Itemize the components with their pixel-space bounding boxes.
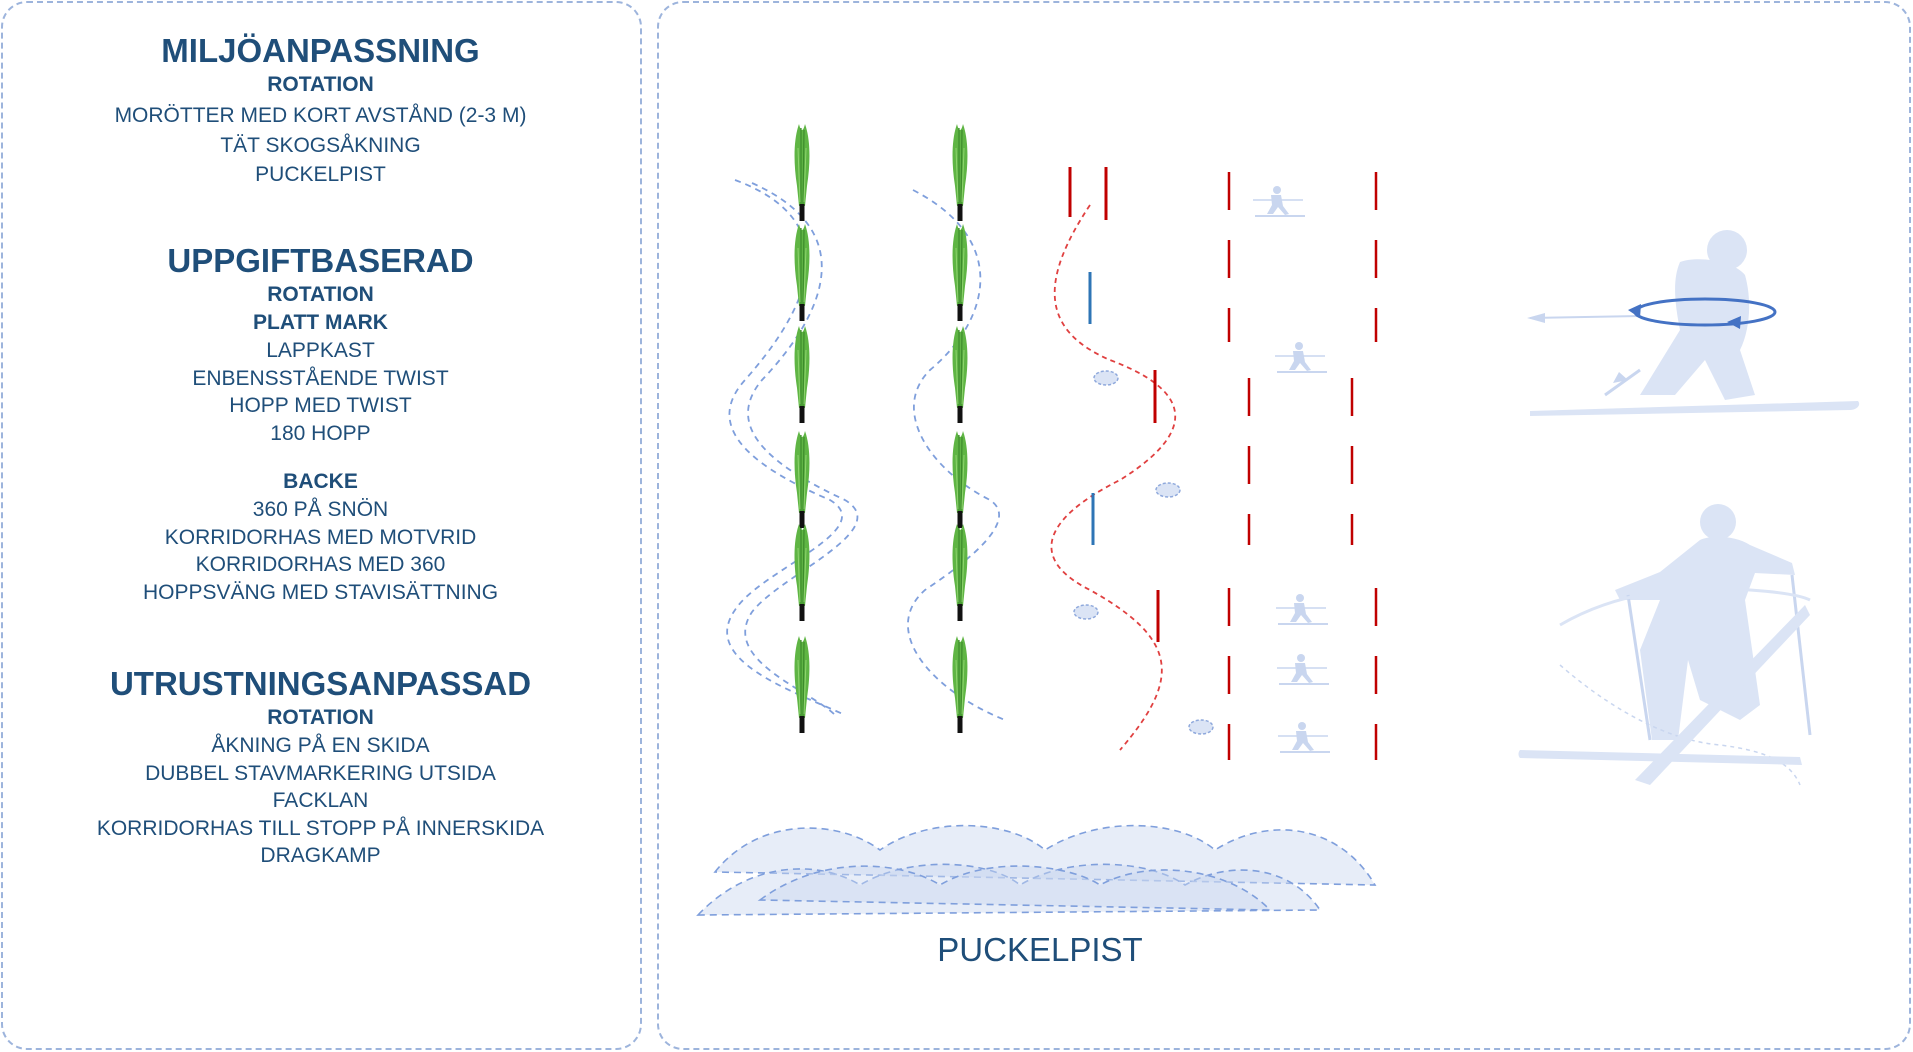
corridor-poles [1227, 172, 1378, 760]
puckelpist-label: PUCKELPIST [937, 931, 1143, 968]
list-item: HOPPSVÄNG MED STAVISÄTTNING [142, 580, 499, 604]
skier-rotation-icon [1527, 230, 1860, 416]
gate-track [1050, 204, 1177, 751]
list-item: 180 HOPP [270, 421, 371, 445]
carrot-marker-icon-group [793, 123, 969, 734]
left-panel [1, 1, 642, 1050]
list-item: TÄT SKOGSÅKNING [220, 133, 421, 157]
section-utrustningsanpassad: UTRUSTNINGSANPASSAD ROTATION ÅKNING PÅ E… [0, 664, 641, 870]
list-item: 360 PÅ SNÖN [252, 498, 389, 521]
mogul-hills-icon [696, 824, 1377, 916]
group-heading: ROTATION [267, 283, 374, 306]
ski-drill-diagram [696, 123, 1860, 916]
blue-gate-pole-icon-group [1088, 272, 1095, 545]
section-title: UTRUSTNINGSANPASSAD [109, 665, 532, 702]
group-heading: ROTATION [267, 73, 374, 96]
section-uppgiftbaserad: UPPGIFTBASERAD ROTATION PLATT MARK LAPPK… [0, 241, 641, 606]
section-miljoanpassning: MILJÖANPASSNING ROTATION MORÖTTER MED KO… [0, 31, 641, 189]
section-title: MILJÖANPASSNING [161, 32, 480, 69]
skier-front-icon [1518, 504, 1812, 786]
list-item: PUCKELPIST [255, 163, 386, 186]
list-item: KORRIDORHAS MED 360 [195, 553, 446, 576]
carrot-slalom-track-1 [726, 179, 859, 716]
list-item: ENBENSSTÅENDE TWIST [192, 366, 449, 390]
section-title: UPPGIFTBASERAD [167, 242, 474, 279]
small-skier-icon-group [1252, 185, 1331, 753]
list-item: KORRIDORHAS TILL STOPP PÅ INNERSKIDA [96, 816, 545, 840]
list-item: DUBBEL STAVMARKERING UTSIDA [145, 761, 496, 785]
list-item: LAPPKAST [266, 339, 375, 362]
red-gate-pole-icon-group [1068, 167, 1160, 642]
list-item: MORÖTTER MED KORT AVSTÅND (2-3 M) [114, 104, 527, 127]
right-panel [657, 1, 1911, 1050]
list-item: DRAGKAMP [260, 844, 381, 867]
group-heading: BACKE [283, 470, 358, 493]
list-item: FACKLAN [272, 789, 369, 812]
group-heading: ROTATION [267, 706, 374, 729]
list-item: ÅKNING PÅ EN SKIDA [211, 734, 430, 757]
snow-cloud-icon-group [1073, 370, 1214, 735]
list-item: HOPP MED TWIST [229, 394, 412, 417]
list-item: KORRIDORHAS MED MOTVRID [164, 525, 477, 549]
group-heading: PLATT MARK [253, 311, 388, 334]
carrot-slalom-track-2 [907, 189, 1006, 721]
